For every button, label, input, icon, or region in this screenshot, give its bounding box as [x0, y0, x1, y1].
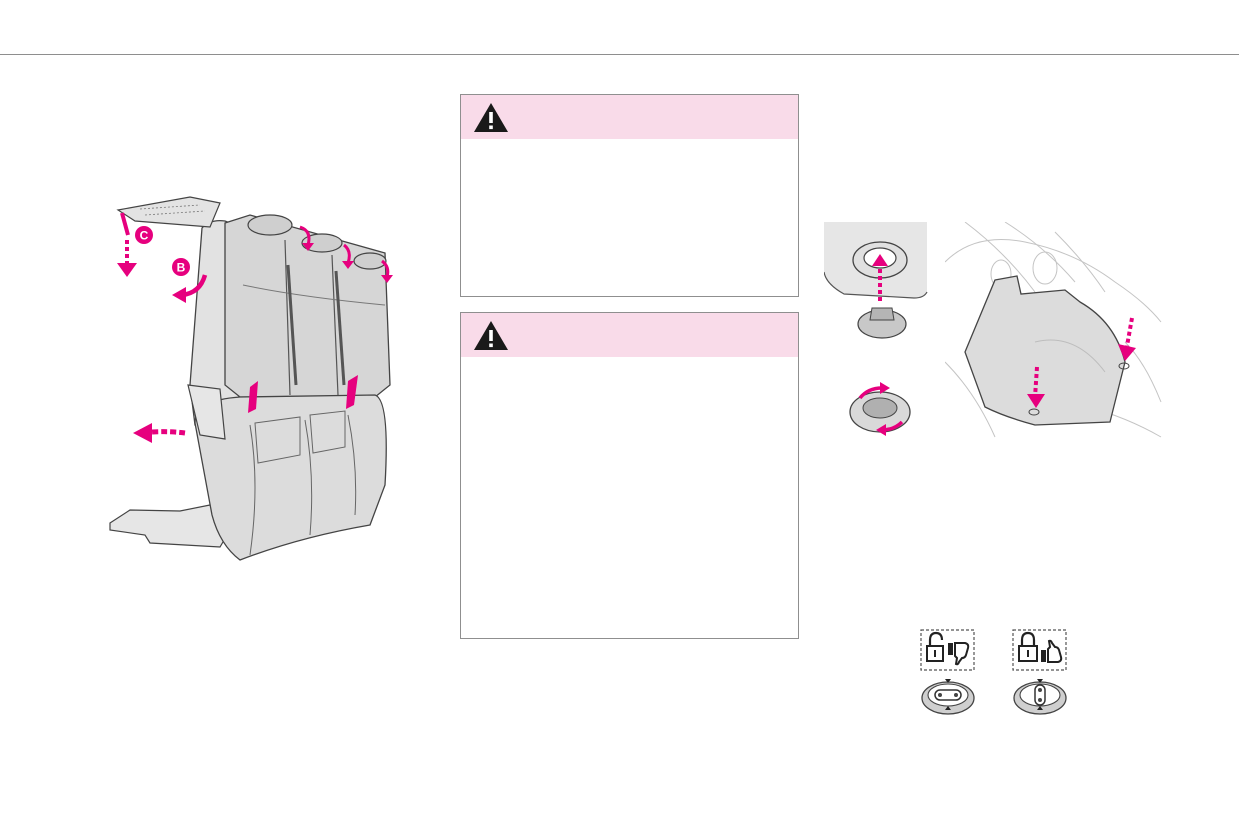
callout-c-label: C: [140, 229, 149, 243]
warning-header-band: [461, 313, 798, 357]
floor-anchor-detail-illustration: [824, 222, 928, 436]
lock-state-locked-graphic: [1012, 629, 1067, 715]
warning-body: [461, 357, 798, 638]
lock-state-unlocked-graphic: [920, 629, 975, 715]
warning-body: [461, 139, 798, 296]
padlock-closed-icon: [1018, 631, 1038, 662]
callout-b-label: B: [177, 261, 186, 275]
warning-box-2: [460, 312, 799, 639]
lock-state-unlocked: [918, 628, 978, 718]
rear-seat-removal-illustration: C B: [109, 196, 393, 561]
warning-header-band: [461, 95, 798, 139]
header-rule: [0, 54, 1239, 55]
padlock-open-icon: [926, 631, 944, 662]
thumbs-down-icon: [948, 642, 970, 666]
warning-box-1: [460, 94, 799, 297]
callout-c-badge: [135, 226, 153, 244]
floor-mat-fitting-illustration: [945, 222, 1162, 438]
warning-triangle-icon: [474, 321, 508, 350]
warning-triangle-icon: [474, 103, 508, 132]
thumbs-up-icon: [1041, 639, 1063, 663]
callout-b-badge: [172, 258, 190, 276]
lock-state-locked: [1010, 628, 1070, 718]
